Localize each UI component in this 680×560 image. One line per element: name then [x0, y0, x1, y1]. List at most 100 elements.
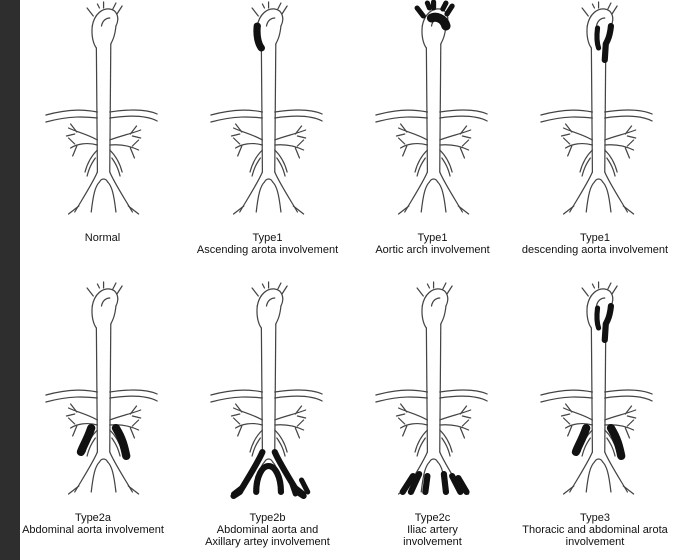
vessel-segment: [238, 426, 242, 436]
vessel-segment: [91, 182, 99, 212]
vessel-segment: [108, 182, 116, 212]
vessel-segment: [564, 138, 570, 144]
vessel-segment: [440, 110, 487, 114]
vessel-segment: [432, 298, 440, 306]
vessel-segment: [113, 283, 116, 289]
vessel-segment: [232, 134, 240, 136]
lesion-arch: [447, 6, 452, 14]
lesion-arch: [427, 3, 429, 8]
vessel-segment: [397, 414, 405, 416]
vessel-segment: [582, 8, 588, 16]
vessel-segment: [264, 179, 272, 182]
vessel-segment: [275, 110, 322, 114]
vessel-segment: [275, 116, 322, 121]
vessel-segment: [267, 298, 275, 306]
caption-line: Type1: [340, 232, 525, 244]
lesion-iliac-full: [256, 466, 281, 492]
vessel-segment: [440, 130, 471, 140]
vessel-segment: [130, 428, 134, 438]
aorta-diagram: [515, 0, 680, 230]
vessel-segment: [96, 48, 97, 172]
vessel-segment: [605, 150, 617, 172]
vessel-segment: [297, 420, 303, 426]
panel-caption: Type1 descending aorta involvement: [500, 232, 680, 256]
vessel-segment: [110, 130, 141, 140]
caption-line: Type2c: [340, 512, 525, 524]
vessel-segment: [582, 158, 590, 176]
vessel-segment: [415, 150, 427, 172]
vessel-outline: [376, 282, 487, 494]
vessel-segment: [460, 148, 464, 158]
lesion-arch: [432, 17, 446, 26]
figure-sheet: Normal Type1 Ascending arota involvement…: [20, 0, 680, 560]
vessel-segment: [442, 438, 450, 456]
vessel-segment: [275, 410, 306, 420]
vessel-segment: [587, 289, 613, 306]
vessel-segment: [592, 284, 594, 288]
vessel-segment: [69, 138, 75, 144]
vessel-segment: [592, 4, 594, 8]
vessel-segment: [293, 206, 303, 214]
vessel-segment: [264, 459, 272, 462]
vessel-segment: [257, 9, 283, 26]
vessel-segment: [458, 206, 468, 214]
vessel-segment: [417, 158, 425, 176]
panel-type3: Type3 Thoracic and abdominal arota invol…: [515, 280, 680, 560]
caption-line: Aortic arch involvement: [340, 244, 525, 256]
vessel-segment: [262, 284, 264, 288]
vessel-segment: [46, 390, 97, 395]
vessel-segment: [627, 136, 635, 138]
vessel-segment: [403, 146, 407, 156]
vessel-segment: [275, 430, 287, 452]
vessel-segment: [262, 4, 264, 8]
vessel-segment: [67, 134, 75, 136]
vessel-segment: [605, 145, 634, 150]
vessel-segment: [92, 9, 118, 26]
vessel-segment: [397, 134, 405, 136]
vessel-segment: [110, 44, 111, 172]
caption-line: Type1: [175, 232, 360, 244]
vessel-segment: [73, 426, 77, 436]
vessel-segment: [376, 110, 428, 115]
vessel-segment: [462, 136, 470, 138]
vessel-segment: [440, 324, 441, 452]
vessel-segment: [399, 138, 405, 144]
vessel-segment: [568, 426, 572, 436]
vessel-segment: [443, 283, 446, 289]
vessel-segment: [541, 117, 593, 122]
vessel-segment: [69, 418, 75, 424]
vessel-segment: [234, 418, 240, 424]
vessel-segment: [568, 146, 572, 156]
vessel-outline: [46, 2, 157, 214]
vessel-segment: [111, 306, 116, 324]
vessel-segment: [250, 150, 262, 172]
vessel-segment: [256, 182, 264, 212]
vessel-segment: [297, 416, 305, 418]
vessel-segment: [113, 3, 116, 9]
vessel-segment: [623, 486, 633, 494]
lesion-abdominal: [116, 428, 126, 456]
aorta-diagram: [20, 280, 185, 510]
vessel-segment: [440, 390, 487, 394]
caption-line: Axillary artey involvement: [175, 536, 360, 548]
vessel-segment: [252, 288, 258, 296]
vessel-segment: [376, 117, 428, 122]
vessel-segment: [607, 158, 615, 176]
panel-caption: Type2a Abdominal aorta involvement: [20, 512, 188, 536]
vessel-segment: [587, 306, 591, 328]
panel-caption: Type1 Ascending arota involvement: [175, 232, 360, 256]
panel-normal: Normal: [20, 0, 185, 280]
vessel-segment: [92, 306, 96, 328]
vessel-segment: [627, 420, 633, 426]
vessel-segment: [440, 410, 471, 420]
vessel-segment: [117, 6, 122, 14]
panel-type1-arch: Type1 Aortic arch involvement: [350, 0, 515, 280]
vessel-segment: [46, 397, 97, 402]
vessel-segment: [429, 179, 437, 182]
vessel-segment: [130, 148, 134, 158]
vessel-segment: [102, 18, 110, 26]
vessel-segment: [69, 486, 79, 494]
panel-caption: Normal: [20, 232, 195, 244]
caption-line: Abdominal aorta and: [175, 524, 360, 536]
panel-type2b: Type2b Abdominal aorta and Axillary arte…: [185, 280, 350, 560]
